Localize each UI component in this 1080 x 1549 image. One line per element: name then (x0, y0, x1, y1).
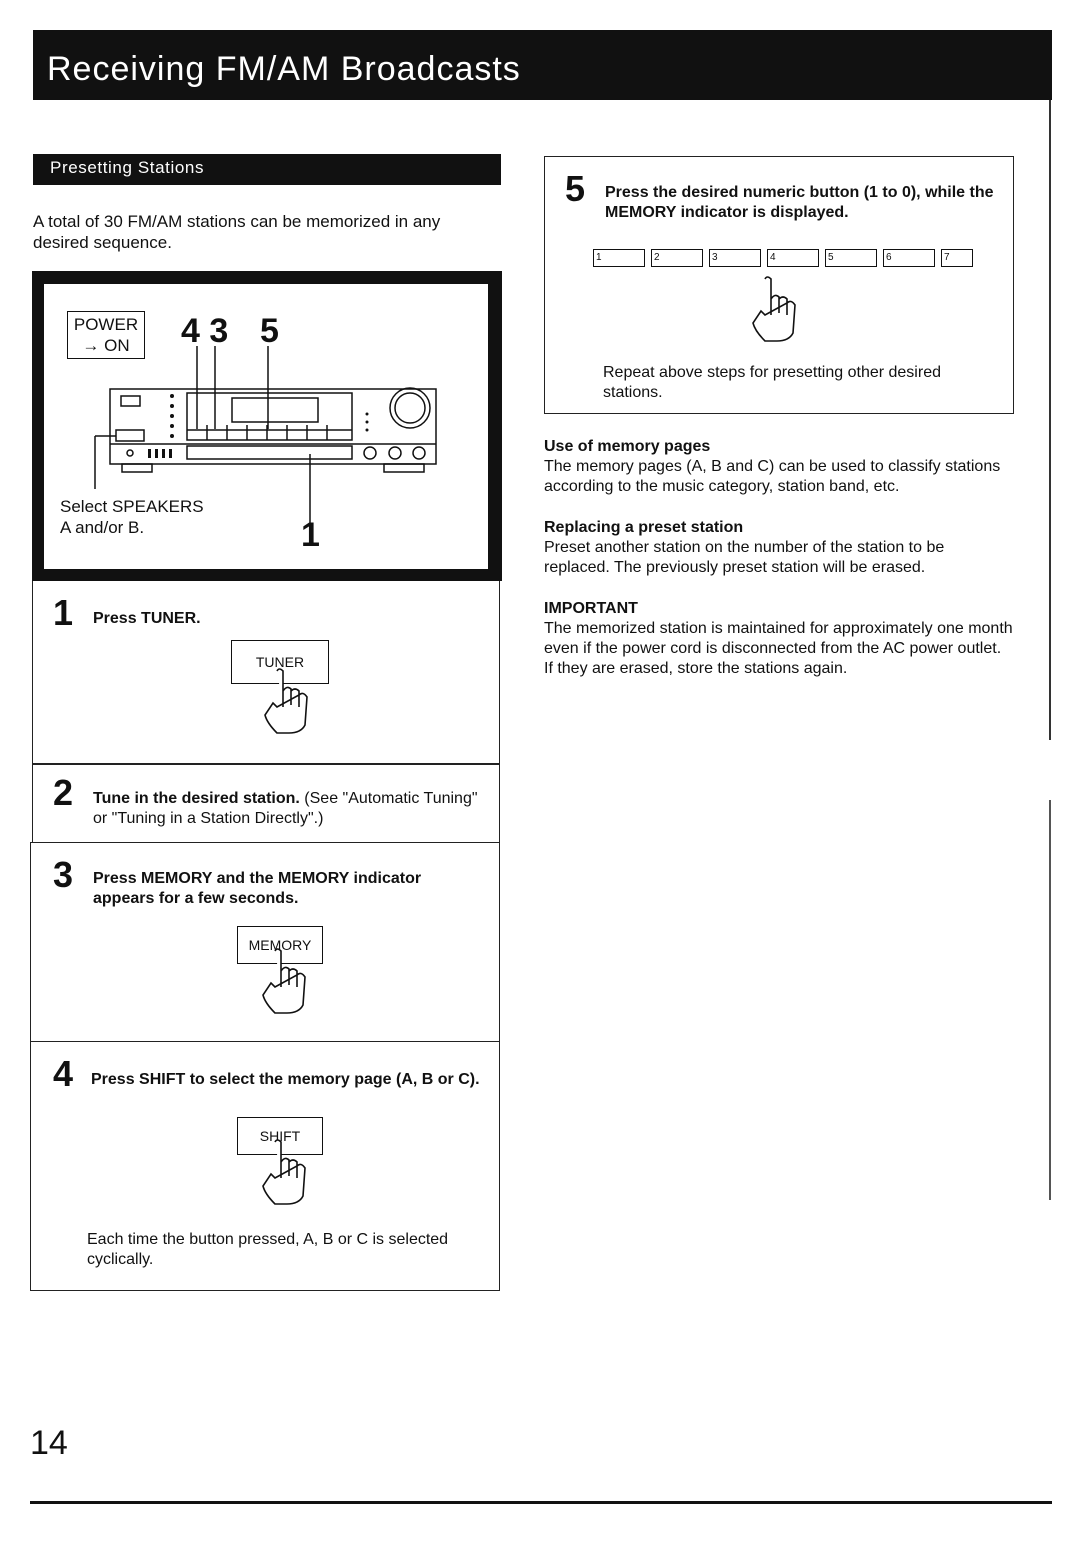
info-replacing-preset: Replacing a preset station Preset anothe… (544, 518, 1014, 578)
step-5-box: 5 Press the desired numeric button (1 to… (544, 156, 1014, 414)
step-4-note: Each time the button pressed, A, B or C … (87, 1231, 449, 1268)
memory-button[interactable]: MEMORY (237, 926, 323, 964)
section-bar (33, 154, 501, 185)
hand-press-icon (259, 1138, 319, 1213)
step-3-box: 3 Press MEMORY and the MEMORY indicator … (30, 842, 500, 1042)
intro-text: A total of 30 FM/AM stations can be memo… (33, 212, 441, 252)
info-heading: IMPORTANT (544, 600, 638, 617)
receiver-diagram: POWER → ON 4 3 5 1 Select SPEAKERS A and… (44, 284, 488, 569)
step-5-number: 5 (565, 168, 586, 209)
right-margin-rule (1049, 100, 1051, 740)
step-2-box: 2 Tune in the desired station. (See "Aut… (32, 764, 500, 843)
step-3-text: Press MEMORY and the MEMORY indicator ap… (93, 870, 422, 907)
callout-1: 1 (301, 516, 320, 554)
step-1-box: 1 Press TUNER. TUNER (32, 581, 500, 764)
footer-rule (30, 1501, 1052, 1504)
tuner-button[interactable]: TUNER (231, 640, 329, 684)
step-5-text: Press the desired numeric button (1 to 0… (605, 184, 994, 221)
hand-press-icon (259, 947, 319, 1022)
power-on-label: → ON (82, 336, 130, 355)
title-banner (33, 30, 1052, 100)
step-3-number: 3 (53, 854, 74, 895)
step-4-box: 4 Press SHIFT to select the memory page … (30, 1041, 500, 1291)
page-title: Receiving FM/AM Broadcasts (47, 50, 521, 88)
step-2-text-bold: Tune in the desired station. (93, 790, 300, 807)
numeric-key-row: 1 2 3 4 5 6 7 (593, 249, 983, 269)
step-2-text: Tune in the desired station. (See "Autom… (93, 789, 483, 829)
info-heading: Use of memory pages (544, 438, 711, 455)
section-title: Presetting Stations (50, 158, 205, 177)
info-important: IMPORTANT The memorized station is maint… (544, 599, 1014, 679)
step-4-text: Press SHIFT to select the memory page (A… (91, 1071, 480, 1088)
info-body: Preset another station on the number of … (544, 539, 945, 576)
callout-4-3: 4 3 (181, 312, 229, 350)
speakers-note-line1: Select SPEAKERS (60, 497, 204, 516)
callout-5: 5 (260, 312, 279, 350)
info-heading: Replacing a preset station (544, 519, 744, 536)
hand-press-icon (261, 667, 321, 742)
numeric-key-3[interactable]: 3 (709, 249, 761, 267)
power-label: POWER (73, 315, 139, 334)
step-1-number: 1 (53, 592, 74, 633)
numeric-key-7[interactable]: 7 (941, 249, 973, 267)
info-body: The memory pages (A, B and C) can be use… (544, 458, 1001, 495)
numeric-key-2[interactable]: 2 (651, 249, 703, 267)
receiver-illustration (94, 346, 437, 524)
numeric-key-4[interactable]: 4 (767, 249, 819, 267)
step-1-text: Press TUNER. (93, 610, 201, 627)
right-margin-rule-lower (1049, 800, 1051, 1200)
numeric-key-1[interactable]: 1 (593, 249, 645, 267)
speakers-note-line2: A and/or B. (60, 518, 145, 537)
numeric-key-6[interactable]: 6 (883, 249, 935, 267)
power-label-box: POWER → ON (67, 311, 145, 359)
hand-press-icon (749, 275, 809, 350)
step-2-number: 2 (53, 772, 74, 813)
info-memory-pages: Use of memory pages The memory pages (A,… (544, 437, 1014, 497)
numeric-key-5[interactable]: 5 (825, 249, 877, 267)
page-number: 14 (30, 1424, 68, 1462)
step-4-number: 4 (53, 1053, 74, 1094)
info-body: The memorized station is maintained for … (544, 620, 1013, 677)
step-5-note: Repeat above steps for presetting other … (603, 364, 941, 401)
step-2-text-normal: (See "Automatic Tuning" or "Tuning in a … (93, 790, 478, 827)
